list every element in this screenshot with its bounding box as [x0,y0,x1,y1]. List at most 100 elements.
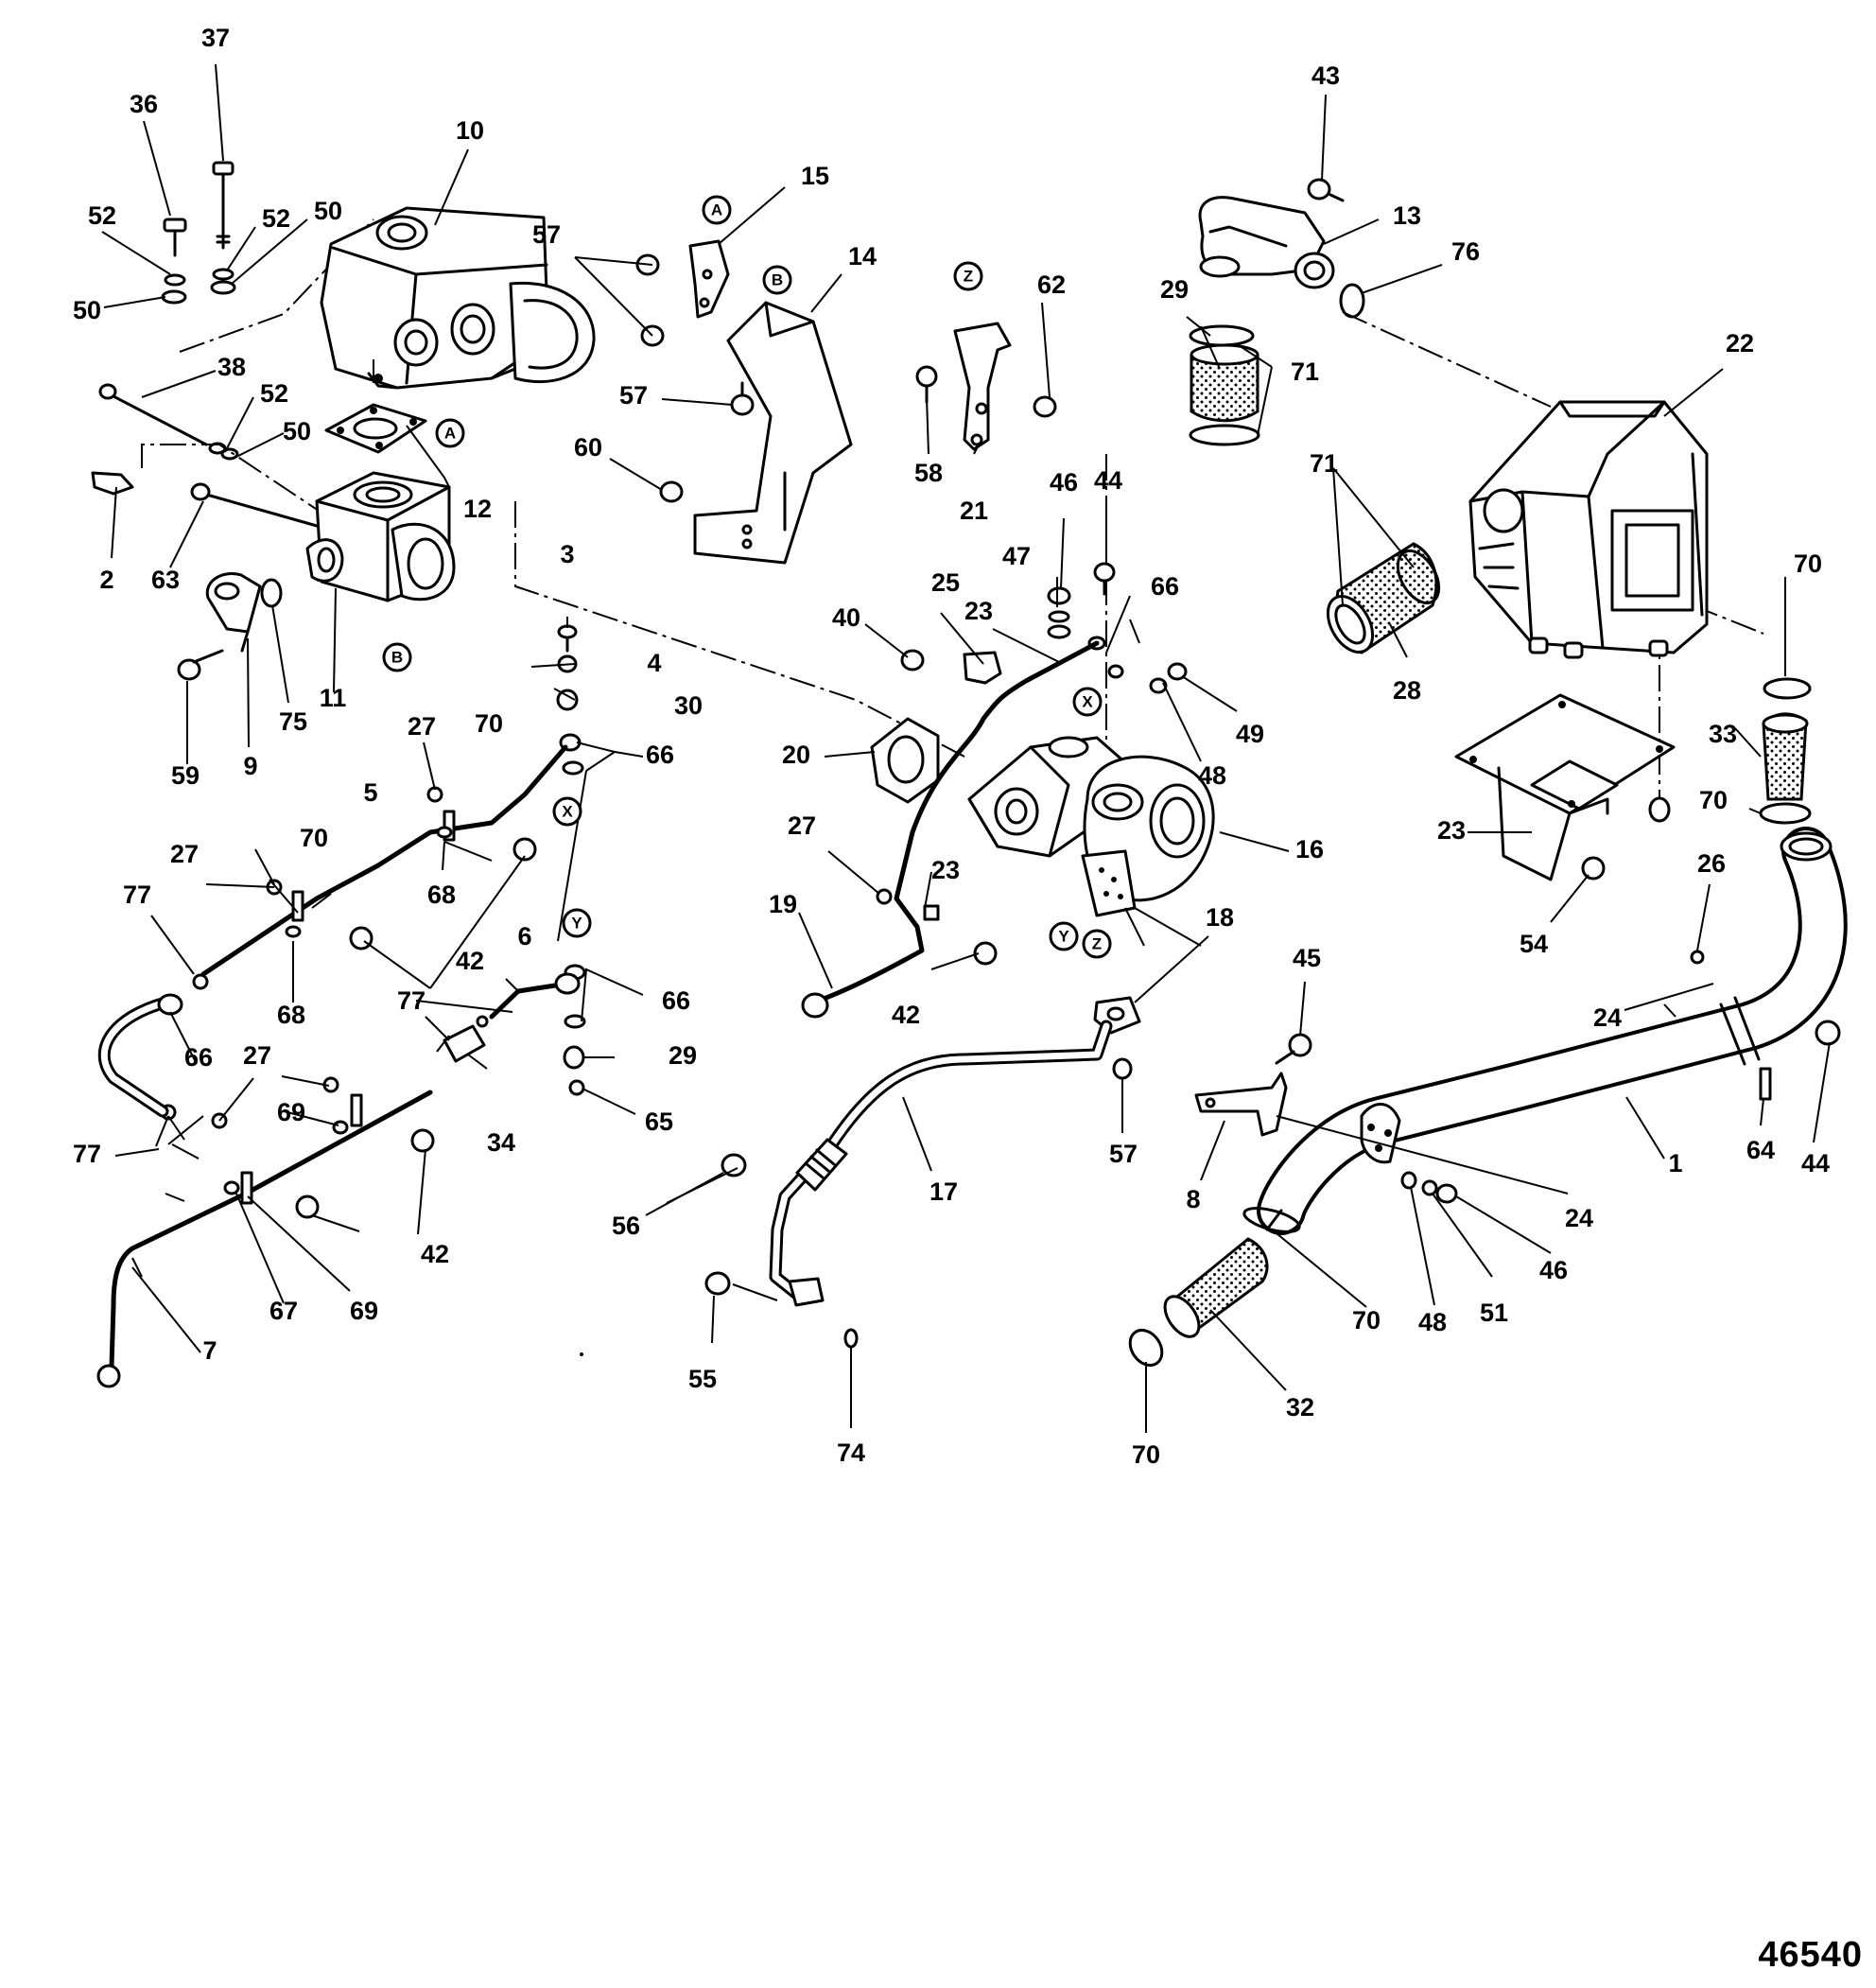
callout-41-b: 42 [421,1240,449,1268]
callout-72-d: 70 [1132,1440,1160,1469]
svg-text:A: A [444,424,456,442]
part-20-gasket [870,717,940,804]
callout-66-a: 66 [646,741,674,769]
callout-77-b: 77 [397,986,426,1015]
svg-text:Y: Y [1058,927,1069,945]
callout-24-b: 23 [931,856,960,884]
callout-29: 29 [669,1041,697,1070]
callout-72-b: 70 [1699,786,1728,814]
svg-text:B: B [391,648,403,666]
callout-43-a: 44 [1094,466,1122,495]
callout-64: 65 [645,1107,673,1136]
callout-48: 48 [1418,1308,1447,1336]
callout-44: 45 [1293,944,1321,972]
svg-text:Z: Z [1092,934,1102,952]
callout-57-b: 57 [619,381,648,410]
callout-52-b: 52 [262,204,290,233]
callout-67: 66 [184,1043,213,1072]
svg-text:Y: Y [571,914,582,932]
callout-37: 36 [130,90,158,118]
callout-69-a: 68 [427,881,456,909]
part-11-exhaust-manifold-lower [305,471,456,602]
callout-55: 56 [612,1212,640,1240]
callout-19: 19 [769,890,797,918]
callout-43-b: 44 [1801,1149,1830,1177]
callout-71-b: 70 [300,824,328,852]
callout-65: 66 [1151,572,1179,601]
callout-63: 64 [1746,1136,1775,1164]
ref-marker-y: Y Y [562,908,1079,951]
part-26-bracket [963,651,1002,685]
callout-15: 15 [801,162,829,190]
callout-70-b: 69 [350,1297,378,1325]
bolts [91,161,1841,1349]
callout-28: 26 [1697,849,1726,878]
callout-6: 6 [517,922,531,950]
callout-60: 60 [574,433,602,462]
part-9-elbow-fitting [205,572,262,653]
callout-72-a: 70 [1794,549,1822,578]
callout-32: 28 [1393,676,1421,705]
callout-53: 54 [1520,930,1548,958]
callout-68: 67 [269,1297,298,1325]
part-10-exhaust-manifold-upper [320,206,596,390]
callout-16: 16 [1295,835,1324,863]
reference-markers: A A B B X X Y Y Z Z [382,195,1112,959]
callout-7: 7 [202,1336,217,1365]
figure-number: 46540 [1758,1935,1863,1975]
part-7-line [96,1090,433,1388]
callout-8: 8 [1186,1185,1200,1213]
callout-71-a: 70 [475,709,503,738]
ref-marker-b: B B [382,265,792,672]
callout-57-a: 57 [532,220,561,249]
part-32-hose [1326,542,1441,654]
part-36-hose [1759,677,1812,825]
callout-33: 29 [1160,275,1189,304]
callout-58: 58 [914,459,943,487]
callout-9: 9 [243,752,257,780]
callout-76: 76 [1451,237,1480,266]
part-21-bracket [953,322,1012,451]
callout-74: 74 [837,1439,865,1467]
part-35-hose [1128,1207,1301,1368]
svg-text:Z: Z [964,267,973,285]
callout-41-d: 42 [892,1001,920,1029]
callout-21: 21 [960,497,988,525]
leader-lines [101,63,1831,1433]
svg-text:B: B [772,270,783,288]
callout-70-a: 69 [277,1098,305,1126]
callout-26: 25 [931,568,960,597]
part-8-bracket [1194,1072,1288,1137]
callout-62: 63 [151,566,180,594]
callout-38: 37 [201,24,230,52]
svg-text:X: X [562,802,573,820]
callout-45-b: 46 [1539,1256,1568,1284]
part-23-plate [1454,693,1676,881]
callout-50-b: 50 [73,296,101,324]
callout-73-b: 71 [1310,449,1338,478]
part-1-pipe [1257,827,1848,1235]
callout-17: 17 [929,1177,958,1206]
callout-18: 18 [1206,903,1234,932]
callout-46: 48 [1198,761,1226,790]
callout-labels: 37 36 10 52 52 50 50 15 57 14 57 60 62 5… [73,24,1830,1469]
callout-35: 32 [1286,1393,1314,1421]
callout-27-a: 27 [408,712,436,741]
part-76-gasket [1339,283,1365,319]
callout-47: 49 [1236,720,1264,748]
callout-41-a: 42 [456,947,484,975]
part-34-coupler [443,1024,486,1063]
callout-40: 40 [832,603,860,632]
part-13-elbow [1198,196,1335,289]
callout-25-a: 24 [1593,1003,1622,1032]
callout-13: 13 [1393,201,1421,230]
callout-27-b: 27 [170,840,199,868]
callout-77-c: 77 [73,1140,101,1168]
stray-mark [580,1352,583,1356]
svg-text:A: A [711,201,722,218]
part-17-drain-tube [769,1020,1113,1307]
callout-42: 43 [1311,61,1340,90]
callout-77-a: 77 [123,881,151,909]
callout-5: 5 [363,778,377,807]
